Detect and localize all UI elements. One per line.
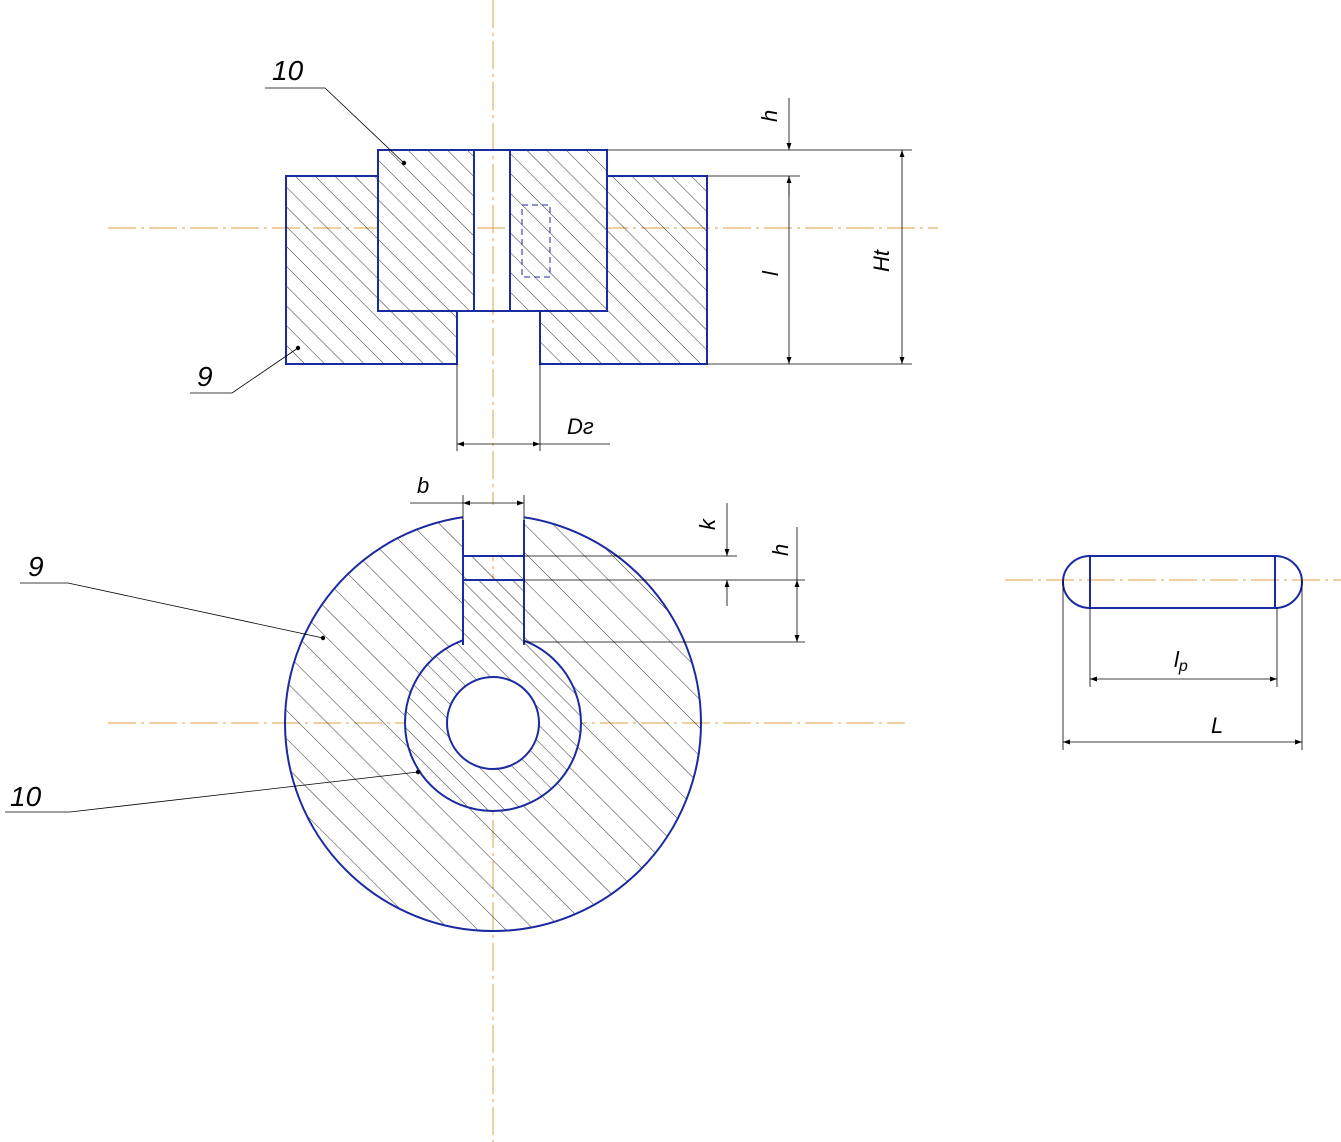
shaft-bore — [446, 676, 540, 770]
pin-outline — [1062, 555, 1303, 609]
dim-h-label: h — [757, 110, 782, 122]
callout-9-label: 9 — [197, 361, 213, 392]
callout-9-leader — [190, 347, 299, 394]
dim-lp-main: l — [1174, 647, 1180, 672]
dim-k-label: k — [695, 518, 720, 530]
part-10-left-half-hatch — [377, 149, 475, 312]
section-callout-10-label: 10 — [10, 781, 42, 812]
section-callout-10-leader — [5, 771, 419, 813]
dim-b-label: b — [417, 473, 429, 498]
dim-h-section-label: h — [768, 544, 793, 556]
hidden-key — [521, 204, 551, 278]
key-body — [464, 581, 523, 641]
callout-10-label: 10 — [272, 55, 304, 86]
dim-lp-subscript: p — [1178, 658, 1188, 675]
dim-L-label: L — [1211, 713, 1223, 738]
dim-l-label: l — [758, 270, 783, 276]
section-callout-9-leader — [20, 582, 324, 639]
part-10-right-half-hatch — [509, 149, 608, 312]
key-slot-clear — [463, 505, 524, 557]
dim-Dg-label: Dг — [567, 414, 594, 439]
section-callout-9-label: 9 — [28, 551, 44, 582]
callout-10-leader — [265, 87, 405, 164]
center-lines — [108, 0, 1341, 1142]
top-view: 10 9 h l Ht Dг — [190, 55, 912, 451]
section-view: 9 10 b k h — [5, 473, 805, 932]
dim-lp-label: lp — [1174, 647, 1188, 675]
pin-view: lp L — [1062, 555, 1303, 750]
dim-Ht-label: Ht — [869, 249, 894, 272]
